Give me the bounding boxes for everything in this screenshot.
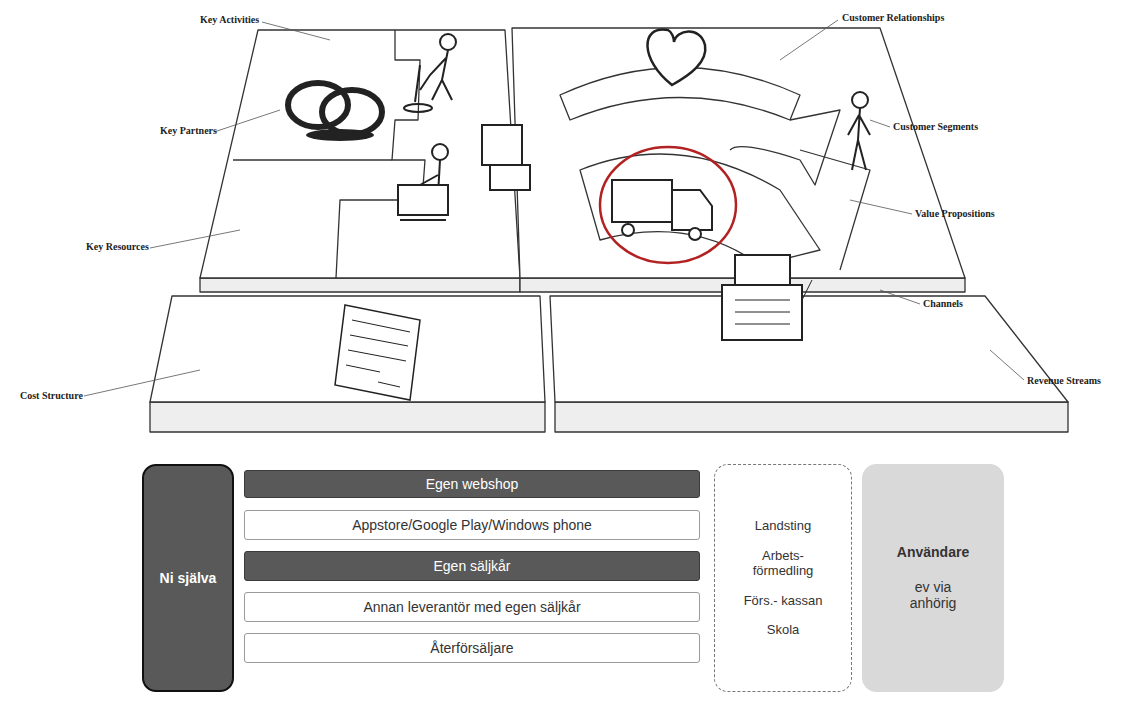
person-head <box>852 92 868 108</box>
leader-lines <box>84 20 1024 396</box>
node-text: Egen säljkår <box>433 558 510 575</box>
ring-shadow <box>306 129 374 141</box>
channel-bar: Återförsäljare <box>244 633 700 663</box>
heart-icon <box>647 30 705 85</box>
node-subtext: Arbets- förmedling <box>743 548 823 579</box>
register-icon <box>735 255 790 285</box>
block-label: Customer Segments <box>893 121 978 132</box>
node-subtext: Förs.- kassan <box>743 593 823 609</box>
machine-base <box>400 219 446 221</box>
slab-split <box>336 30 425 278</box>
leader-line <box>990 350 1024 380</box>
leader-line <box>84 370 200 396</box>
block-label: Cost Structure <box>20 390 83 401</box>
truck-icon <box>612 180 672 222</box>
register-keys <box>735 280 812 324</box>
hole <box>404 104 432 112</box>
channel-bar: Appstore/Google Play/Windows phone <box>244 510 700 540</box>
shovel <box>415 65 420 102</box>
channel-bar: Annan leverantör med egen säljkår <box>244 592 700 622</box>
customer-person <box>848 108 870 170</box>
leader-line <box>214 110 280 132</box>
node-text: Landsting <box>743 518 823 534</box>
leader-line <box>780 20 838 60</box>
revenue-slab <box>550 296 1068 402</box>
payer-box: LandstingArbets- förmedlingFörs.- kassan… <box>714 464 852 692</box>
machine-box <box>398 185 448 215</box>
channel-bar: Egen säljkår <box>244 551 700 581</box>
digger-person <box>420 50 452 100</box>
person-head <box>440 34 456 50</box>
leader-line <box>880 290 920 304</box>
printer-icon <box>490 165 530 190</box>
truck-icon <box>672 190 712 230</box>
block-label: Revenue Streams <box>1027 375 1101 386</box>
block-label: Channels <box>923 298 963 309</box>
node-text: Ni själva <box>158 570 218 587</box>
truck-wheel <box>689 228 701 240</box>
ring-icon <box>322 90 382 134</box>
block-label: Key Partners <box>160 125 217 136</box>
node-text: Återförsäljare <box>430 640 513 657</box>
segment-arrow <box>800 150 870 270</box>
node-text: Egen webshop <box>426 476 519 493</box>
leader-line <box>870 120 890 127</box>
block-label: Key Resources <box>86 241 149 252</box>
node-text: Användare <box>893 544 973 561</box>
user-box: Användare ev via anhörig <box>862 464 1004 692</box>
slab-edge <box>200 278 520 292</box>
contract-lines <box>346 320 410 387</box>
canvas-blocks <box>150 28 1068 432</box>
contract-paper <box>335 305 420 400</box>
icons <box>288 30 870 400</box>
highlight-circle <box>600 147 736 263</box>
leader-line <box>850 200 912 214</box>
leader-line <box>150 230 240 248</box>
slab-split <box>233 159 392 160</box>
slab-edge <box>150 402 545 432</box>
right-slab <box>512 28 965 278</box>
person-head <box>432 144 448 160</box>
node-subtext: Skola <box>743 622 823 638</box>
slab-edge <box>555 402 1068 432</box>
truck-wheel <box>622 224 634 236</box>
actor-box: Ni själva <box>142 464 234 692</box>
left-slab <box>200 30 520 278</box>
block-label: Key Activities <box>200 14 259 25</box>
channel-bar: Egen webshop <box>244 470 700 498</box>
leader-line <box>262 22 330 40</box>
printer-icon <box>482 125 522 165</box>
cost-slab <box>150 296 545 402</box>
node-text: Annan leverantör med egen säljkår <box>363 599 580 616</box>
channel-arrow <box>580 154 820 265</box>
node-text: Appstore/Google Play/Windows phone <box>352 517 592 534</box>
block-label: Customer Relationships <box>842 12 944 23</box>
node-subtext: ev via anhörig <box>893 579 973 613</box>
block-label: Value Propositions <box>915 208 995 219</box>
